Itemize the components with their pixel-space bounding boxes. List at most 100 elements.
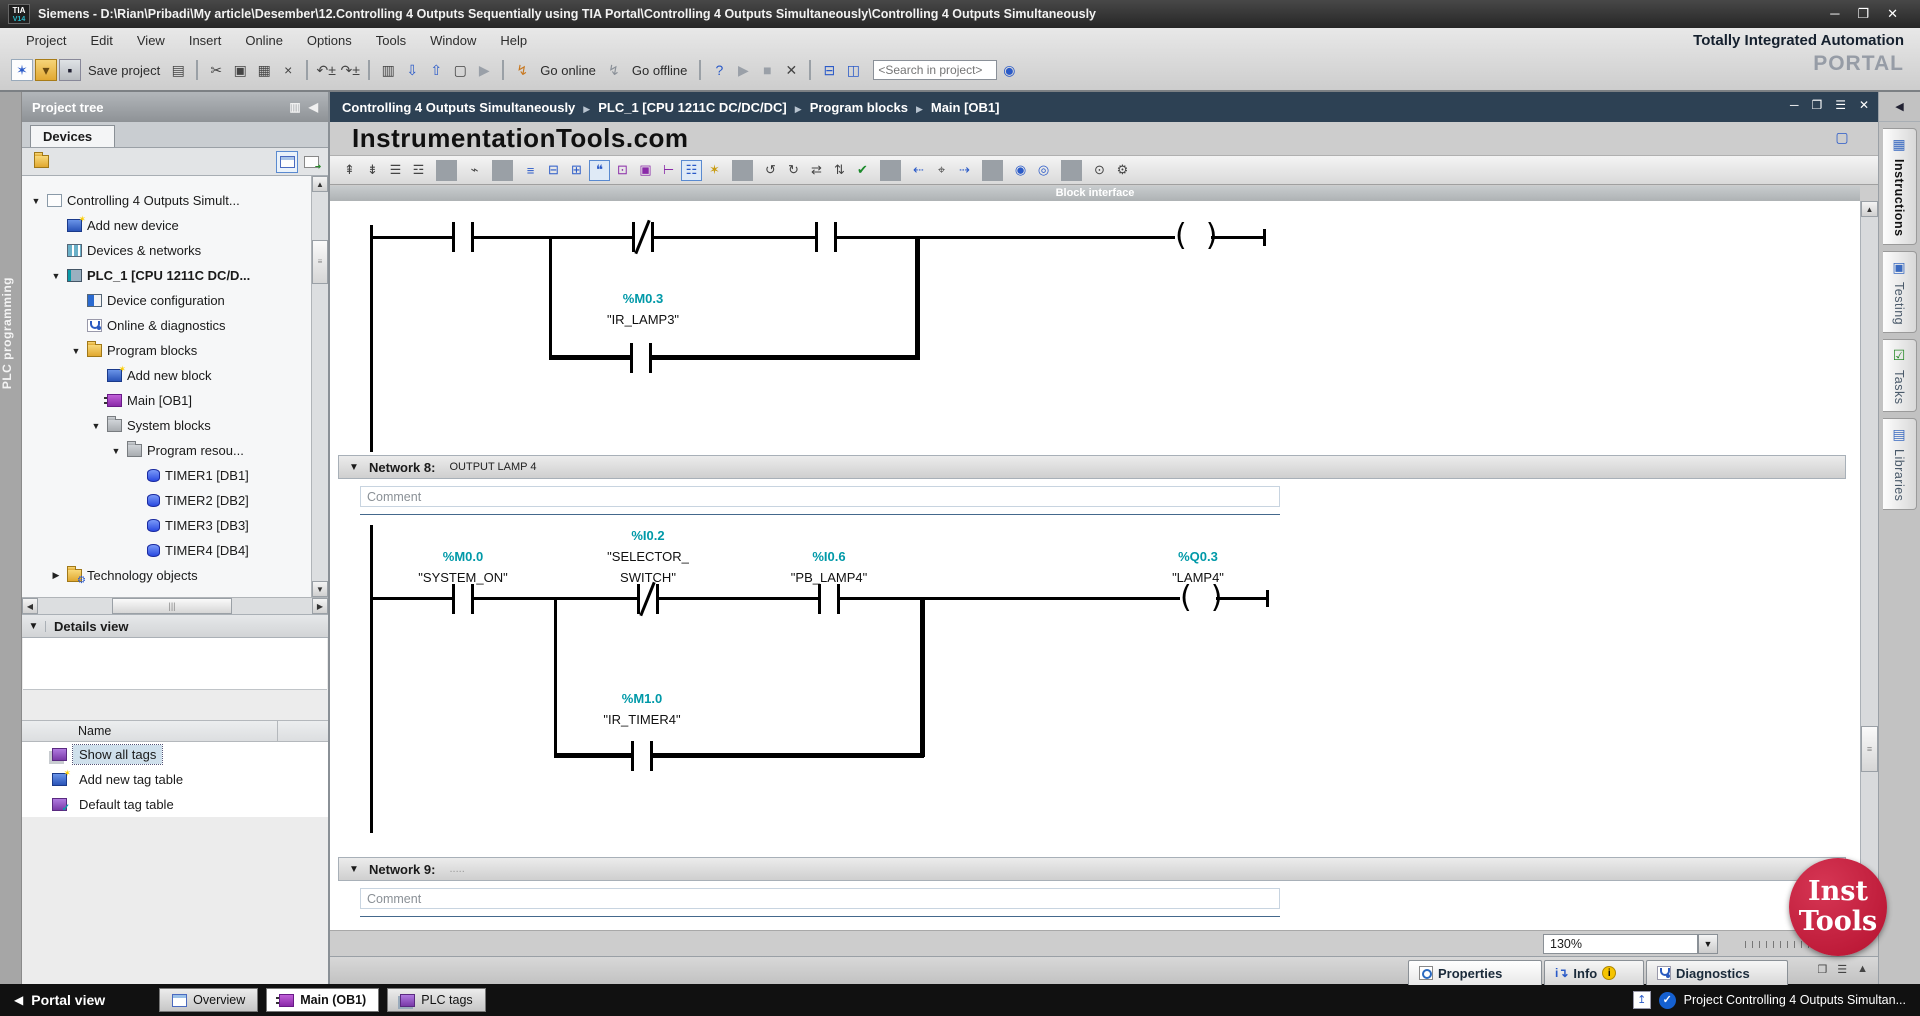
operand-address[interactable]: %I0.2 [631,528,665,543]
expander-icon[interactable]: ▼ [91,420,101,431]
tree-item-online-diagnostics[interactable]: Online & diagnostics [22,313,328,338]
lad-toolbar-icon[interactable] [732,159,753,181]
tree-horizontal-scrollbar[interactable]: ◀ ||| ▶ [22,597,328,614]
chevron-down-icon[interactable]: ▼ [22,620,46,632]
go-online-icon[interactable]: ↯ [516,61,529,78]
tab-info[interactable]: i↴ Info i [1544,960,1644,985]
align-left-icon[interactable]: ≡ [526,162,535,178]
new-project-icon[interactable]: ✶ [11,59,33,81]
lad-toolbar-icon[interactable] [880,159,901,181]
expander-icon[interactable]: ▼ [51,270,61,281]
cross-reference-icon[interactable]: ✕ [785,61,798,78]
tab-devices[interactable]: Devices [30,125,116,147]
start-runtime-icon[interactable]: ▶ [478,61,490,78]
breadcrumb-item[interactable]: Controlling 4 Outputs Simultaneously [342,100,598,115]
no-contact[interactable] [630,343,652,373]
operand-tag[interactable]: "PB_LAMP4" [790,570,868,585]
start-cpu-icon[interactable]: ▶ [737,61,749,78]
menu-item[interactable]: View [136,32,165,48]
download-to-device-icon[interactable]: ⇩ [406,61,419,78]
tab-testing[interactable]: ▣ Testing [1882,250,1917,333]
zoom-level-select[interactable]: 130% [1543,934,1698,954]
stop-cpu-icon[interactable]: ■ [763,62,772,78]
collapse-panel-icon[interactable]: ◀ [308,100,318,114]
tree-item-plc1[interactable]: ▼ PLC_1 [CPU 1211C DC/D... [22,263,328,288]
network9-comment[interactable]: Comment [360,888,1280,909]
monitor-off-icon[interactable]: ◎ [1037,162,1050,177]
output-coil[interactable] [1175,220,1211,254]
scroll-down-icon[interactable]: ▼ [312,581,328,597]
scrollbar-thumb[interactable]: ≡ [312,240,328,284]
table-export-icon[interactable] [300,151,322,173]
toolbar-icon[interactable] [306,60,309,80]
tab-tasks[interactable]: ☑ Tasks [1882,338,1917,413]
open-all-networks-icon[interactable]: ⇟ [367,162,378,177]
float-panel-icon[interactable]: ❐ [1817,964,1828,976]
tree-item-system-blocks[interactable]: ▼ System blocks [22,413,328,438]
breadcrumb-item[interactable]: PLC_1 [CPU 1211C DC/DC/DC] [598,100,809,115]
search-input[interactable] [873,60,998,80]
lad-toolbar-icon[interactable] [1061,159,1082,181]
tab-properties[interactable]: Properties [1408,960,1542,985]
redo-icon[interactable]: ↷± [340,61,360,78]
dock-panel-icon[interactable]: ☰ [1837,964,1848,976]
toggle-block-interface-icon[interactable]: ☷ [681,159,702,181]
delete-row-icon[interactable]: ☲ [412,162,425,177]
operand-tag[interactable]: "IR_TIMER4" [603,712,681,727]
toolbar-icon[interactable] [368,60,371,80]
sync-online-icon[interactable]: ⇅ [834,162,845,177]
operand-address[interactable]: %Q0.3 [1178,549,1218,564]
lad-toolbar-icon[interactable] [492,159,513,181]
insert-empty-box-icon[interactable]: ▣ [639,162,652,177]
accessible-devices-icon[interactable]: ? [715,62,724,78]
menu-item[interactable]: Online [245,32,283,48]
menu-item[interactable]: Options [306,32,352,48]
toolbar-icon[interactable] [502,60,505,80]
go-offline-icon[interactable]: ↯ [608,61,620,78]
modify-operand-icon[interactable]: ⚙ [1116,162,1129,177]
taskbar-button-main-ob1[interactable]: Main (OB1) [266,988,380,1012]
go-to-next-usage-icon[interactable]: ↻ [788,162,799,177]
details-view-header[interactable]: ▼ Details view [22,614,328,638]
taskbar-button-overview[interactable]: Overview [159,988,259,1012]
favorites-icon[interactable]: ✶ [709,162,720,177]
go-to-previous-usage-icon[interactable]: ↺ [765,162,776,177]
operand-tag[interactable]: "SYSTEM_ON" [418,570,508,585]
tree-item-add-new-block[interactable]: Add new block [22,363,328,388]
tab-instructions[interactable]: ▦ Instructions [1882,128,1917,245]
add-folder-icon[interactable] [30,151,52,173]
tree-vertical-scrollbar[interactable]: ▲ ≡ ▼ [311,176,328,597]
portal-view-arrow-icon[interactable]: ◀ [14,993,24,1007]
expand-panel-icon[interactable]: ▲ [1857,963,1868,975]
scroll-left-icon[interactable]: ◀ [22,598,38,614]
menu-item[interactable]: Help [500,32,528,48]
zoom-slider[interactable] [1745,941,1831,948]
tree-item-program-blocks[interactable]: ▼ Program blocks [22,338,328,363]
nc-contact[interactable] [632,219,654,255]
collapse-network-icon[interactable]: ▼ [349,863,359,875]
lad-toolbar-icon[interactable] [436,159,457,181]
tab-diagnostics[interactable]: Diagnostics [1646,960,1788,985]
menu-item[interactable]: Edit [90,32,113,48]
tree-item-technology-objects[interactable]: ▶ Technology objects [22,563,328,588]
device-display-icon[interactable]: ▢ [453,61,467,78]
editor-settings-icon[interactable]: ▢ [1835,128,1849,145]
tree-item-timer1[interactable]: TIMER1 [DB1] [22,463,328,488]
go-offline-button[interactable]: Go offline [631,62,688,78]
operand-tag[interactable]: "IR_LAMP3" [606,312,680,327]
jump-label-icon[interactable]: ⌖ [937,162,946,177]
breadcrumb-item[interactable]: Main [OB1] [930,99,1000,115]
tree-item-project[interactable]: ▼ Controlling 4 Outputs Simult... [22,188,328,213]
scroll-right-icon[interactable]: ▶ [312,598,328,614]
tree-item-timer3[interactable]: TIMER3 [DB3] [22,513,328,538]
open-project-icon[interactable]: ▾ [35,59,57,81]
toolbar-icon[interactable] [809,60,812,80]
print-icon[interactable]: ▤ [171,61,185,78]
network-title[interactable]: ..... [449,863,465,875]
details-row-default-tag-table[interactable]: Default tag table [22,792,328,817]
scroll-up-icon[interactable]: ▲ [312,176,328,192]
paste-icon[interactable]: ▦ [257,61,271,78]
tree-item-timer4[interactable]: TIMER4 [DB4] [22,538,328,563]
copy-icon[interactable]: ▣ [233,61,247,78]
undo-icon[interactable]: ↶± [316,61,336,78]
